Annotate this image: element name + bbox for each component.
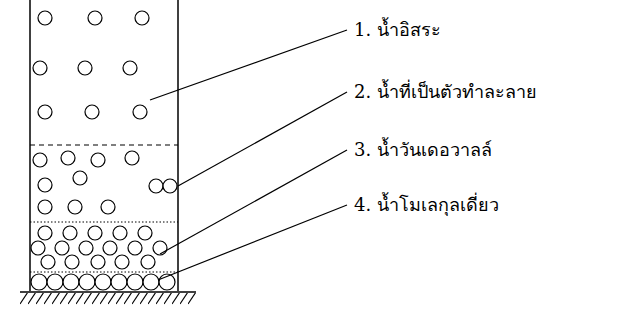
- callout-label: 4. น้ำโมเลกุลเดี่ยว: [352, 193, 501, 217]
- callout-label: 1. น้ำอิสระ: [352, 18, 443, 42]
- ground-hatch: [20, 293, 196, 305]
- callout-label: 2. น้ำที่เป็นตัวทำละลาย: [352, 80, 539, 104]
- leader-line: [150, 30, 347, 100]
- leader-line: [158, 205, 347, 280]
- layer-boundary: [30, 144, 178, 145]
- leader-line: [160, 150, 347, 254]
- layer-boundary: [30, 272, 178, 273]
- callout-label: 3. น้ำวันเดอวาลล์: [352, 138, 494, 162]
- water-molecules: [31, 11, 177, 290]
- leader-line: [178, 92, 347, 186]
- layer-boundary: [30, 222, 178, 223]
- ground-line: [20, 291, 196, 293]
